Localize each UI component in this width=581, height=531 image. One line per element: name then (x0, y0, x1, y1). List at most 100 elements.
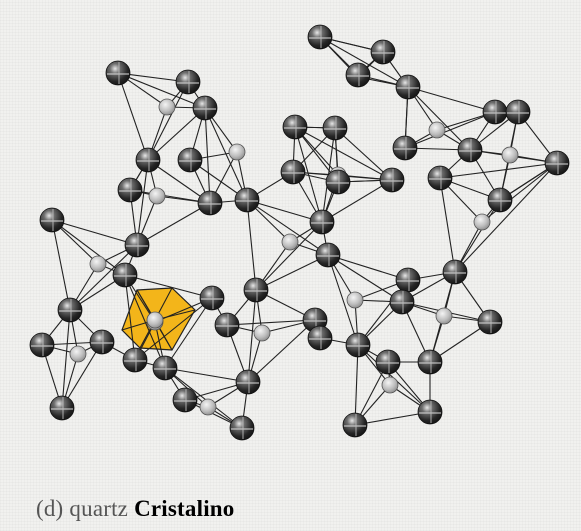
tetrahedron-edge (124, 274, 136, 361)
oxygen-atom (89, 329, 115, 355)
tetrahedron-edge (136, 159, 149, 246)
tetrahedron-edge (327, 254, 359, 346)
tetrahedron-edge (327, 254, 403, 303)
silicon-atom (501, 146, 519, 164)
oxygen-atom (325, 169, 351, 195)
tetrahedron-edge (327, 254, 409, 281)
tetrahedron-edge (246, 199, 329, 256)
tetrahedron-edge (334, 127, 393, 181)
tetrahedron-edge (407, 86, 471, 151)
oxygen-atom (392, 135, 418, 161)
tetrahedron-edge (319, 36, 409, 88)
oxygen-atom (57, 297, 83, 323)
tetrahedra-network-diagram (29, 24, 570, 441)
oxygen-atom (234, 187, 260, 213)
oxygen-atom (395, 74, 421, 100)
silicon-atom (281, 233, 299, 251)
oxygen-atom (235, 369, 261, 395)
oxygen-atom (152, 355, 178, 381)
silicon-atom (346, 291, 364, 309)
tetrahedron-edge (294, 126, 323, 223)
oxygen-atom (39, 207, 65, 233)
tetrahedron-edge (117, 72, 149, 161)
atoms (29, 24, 570, 441)
oxygen-atom (345, 332, 371, 358)
oxygen-atom (457, 137, 483, 163)
silicon-atom (89, 255, 107, 273)
tetrahedron-edge (255, 254, 329, 291)
oxygen-atom (370, 39, 396, 65)
tetrahedron-edge (164, 297, 213, 369)
oxygen-atom (395, 267, 421, 293)
tetrahedron-edge (321, 179, 393, 223)
oxygen-atom (375, 349, 401, 375)
oxygen-atom (307, 325, 333, 351)
tetrahedron-edge (226, 319, 316, 326)
oxygen-atom (280, 159, 306, 185)
tetrahedron-edge (147, 107, 206, 161)
oxygen-atom (322, 115, 348, 141)
oxygen-atom (192, 95, 218, 121)
oxygen-atom (105, 60, 131, 86)
oxygen-atom (477, 309, 503, 335)
tetrahedron-edge (124, 274, 213, 299)
oxygen-atom (122, 347, 148, 373)
oxygen-atom (309, 209, 335, 235)
tetrahedron-edge (136, 202, 211, 246)
tetrahedron-edge (247, 319, 316, 383)
tetrahedron-edge (164, 367, 243, 429)
tetrahedron-edge (134, 297, 213, 361)
oxygen-atom (124, 232, 150, 258)
caption-label: (d) (36, 496, 64, 521)
oxygen-atom (544, 150, 570, 176)
tetrahedron-edge (255, 221, 323, 291)
oxygen-atom (172, 387, 198, 413)
oxygen-atom (379, 167, 405, 193)
silicon-atom (199, 398, 217, 416)
tetrahedron-edge (354, 344, 359, 426)
silicon-atom (435, 307, 453, 325)
caption-emphasis: Cristalino (134, 496, 235, 521)
tetrahedron-edge (61, 341, 103, 409)
silicon-atom (473, 213, 491, 231)
tetrahedron-edge (247, 289, 257, 383)
oxygen-atom (243, 277, 269, 303)
oxygen-atom (177, 147, 203, 173)
oxygen-atom (505, 99, 531, 125)
tetrahedron-edge (204, 107, 211, 204)
oxygen-atom (389, 289, 415, 315)
silicon-atom (158, 98, 176, 116)
oxygen-atom (315, 242, 341, 268)
tetrahedron-edge (51, 219, 138, 246)
silicon-atom (381, 376, 399, 394)
tetrahedron-edge (407, 86, 496, 113)
caption-mineral: quartz (69, 496, 129, 521)
tetrahedron-edge (354, 411, 431, 426)
oxygen-atom (342, 412, 368, 438)
tetrahedron-edge (147, 159, 211, 204)
si-o-bond (481, 162, 558, 223)
tetrahedron-edge (404, 111, 496, 149)
silicon-atom (69, 345, 87, 363)
tetrahedron-edge (246, 199, 257, 291)
tetrahedron-edge (204, 107, 248, 201)
oxygen-atom (29, 332, 55, 358)
tetrahedron-edge (164, 367, 249, 383)
tetrahedron-edge (51, 219, 126, 276)
oxygen-atom (427, 165, 453, 191)
oxygen-atom (199, 285, 225, 311)
bond-lines (41, 36, 558, 429)
oxygen-atom (442, 259, 468, 285)
tetrahedron-edge (294, 126, 393, 181)
tetrahedron-edge (129, 189, 211, 204)
tetrahedron-edge (439, 177, 456, 273)
oxygen-atom (417, 399, 443, 425)
silicon-atom (228, 143, 246, 161)
oxygen-atom (229, 415, 255, 441)
oxygen-atom (175, 69, 201, 95)
tetrahedron-edge (69, 244, 138, 311)
tetrahedron-edge (61, 309, 71, 409)
silicon-atom (148, 187, 166, 205)
